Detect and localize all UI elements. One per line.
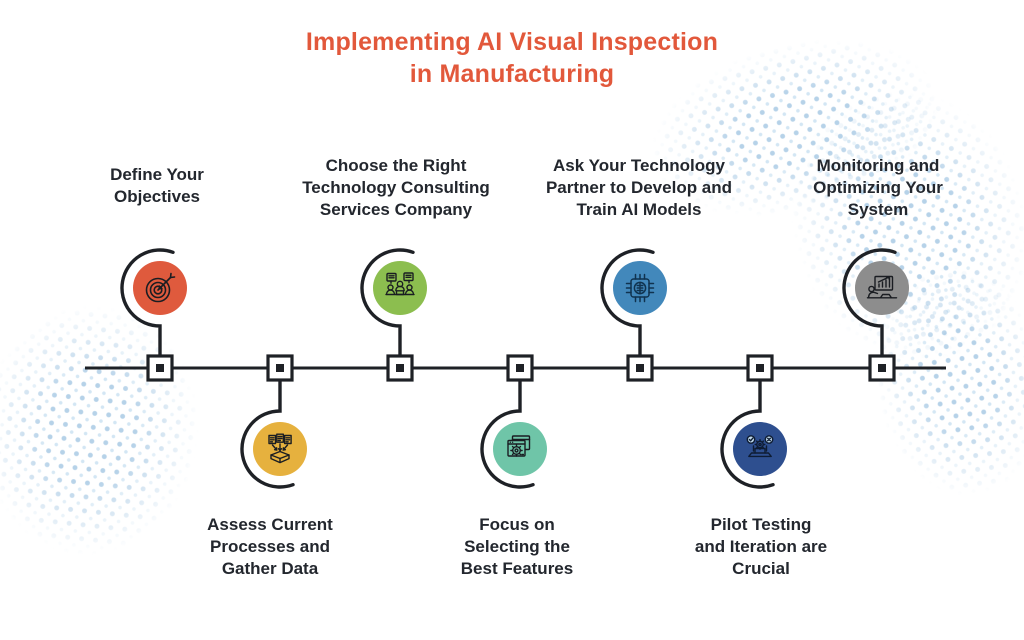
hook-connector bbox=[842, 248, 897, 369]
consulting-meeting-icon bbox=[385, 272, 415, 296]
milestone-hook bbox=[120, 248, 187, 369]
ai-chip-brain-icon bbox=[625, 273, 655, 303]
timeline-node bbox=[626, 354, 654, 382]
hook-connector bbox=[360, 248, 415, 369]
hook-connector bbox=[120, 248, 175, 369]
hook-connector bbox=[600, 248, 655, 369]
milestone-circle bbox=[855, 261, 909, 315]
documents-into-box-icon bbox=[268, 433, 292, 464]
timeline-node bbox=[746, 354, 774, 382]
timeline-node bbox=[146, 354, 174, 382]
milestone-label: Assess Current Processes and Gather Data bbox=[207, 515, 333, 578]
milestone-hook bbox=[720, 368, 787, 489]
hook-connector bbox=[720, 368, 775, 489]
laptop-testing-icon bbox=[746, 435, 774, 458]
page-title: Implementing AI Visual Inspection in Man… bbox=[305, 28, 719, 88]
milestone-circle bbox=[373, 261, 427, 315]
timeline-axis bbox=[85, 354, 946, 382]
timeline-node bbox=[386, 354, 414, 382]
timeline-node bbox=[506, 354, 534, 382]
milestone-label: Focus on Selecting the Best Features bbox=[460, 515, 574, 578]
timeline-node bbox=[266, 354, 294, 382]
milestone-label: Ask Your Technology Partner to Develop a… bbox=[545, 156, 733, 219]
timeline-node bbox=[868, 354, 896, 382]
hook-connector bbox=[240, 368, 295, 489]
target-dart-icon bbox=[145, 272, 176, 303]
hook-connector bbox=[480, 368, 535, 489]
milestone-hook bbox=[842, 248, 909, 369]
milestone-label: Pilot Testing and Iteration are Crucial bbox=[694, 515, 828, 578]
milestone-hook bbox=[600, 248, 667, 369]
milestone-hook bbox=[240, 368, 307, 489]
milestone-label: Define Your Objectives bbox=[110, 165, 204, 206]
browser-gear-icon bbox=[507, 435, 531, 457]
milestone-label: Monitoring and Optimizing Your System bbox=[813, 156, 943, 219]
milestone-hook bbox=[360, 248, 427, 369]
milestone-hook bbox=[480, 368, 547, 489]
monitor-analytics-icon bbox=[866, 275, 898, 299]
milestone-label: Choose the Right Technology Consulting S… bbox=[302, 156, 490, 219]
